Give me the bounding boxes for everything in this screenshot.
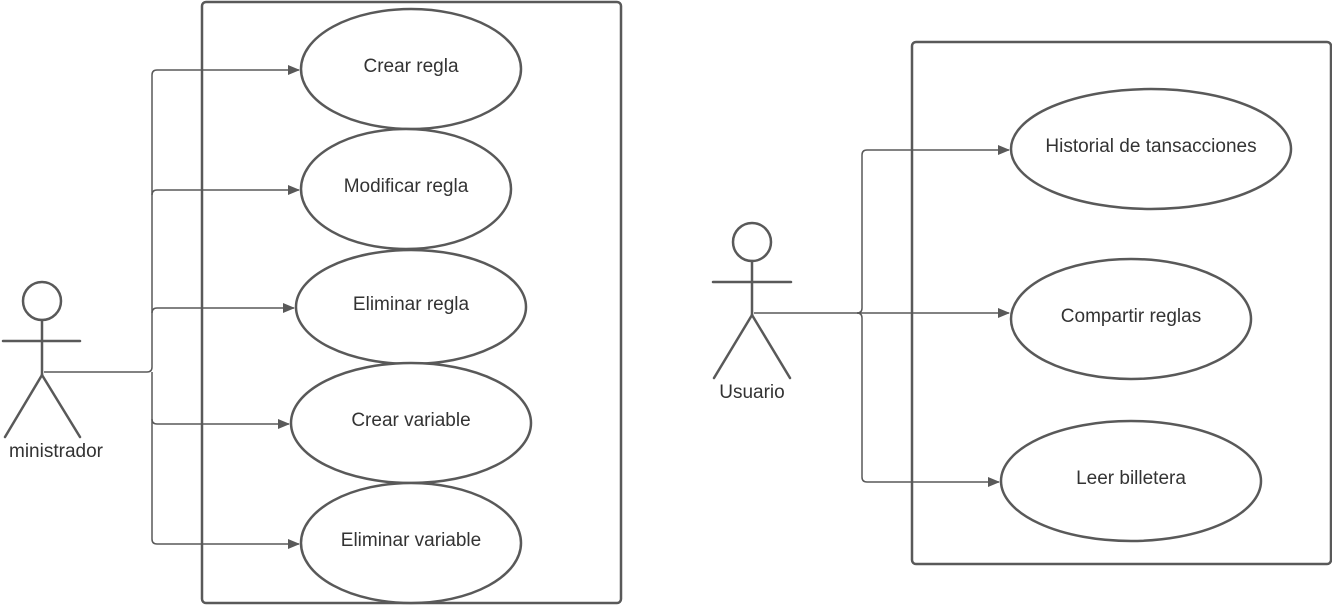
use-case-eliminar-regla[interactable]: Eliminar regla [294, 248, 528, 366]
use-case-crear-regla-label: Crear regla [363, 56, 458, 77]
actor-admin[interactable]: ministrador [1, 280, 104, 462]
actor-user[interactable]: Usuario [711, 221, 793, 403]
actor-admin-head [21, 280, 63, 322]
use-case-modificar-regla-label: Modificar regla [344, 176, 469, 197]
actor-user-head [731, 221, 773, 263]
use-case-compartir-reglas-shape [1009, 257, 1253, 381]
edge-user-leer-billetera [856, 312, 1000, 487]
actor-user-right-leg [750, 313, 792, 380]
use-case-leer-billetera-shape [999, 419, 1263, 543]
use-case-compartir-reglas[interactable]: Compartir reglas [1009, 257, 1253, 381]
use-case-eliminar-variable-shape [299, 481, 523, 605]
use-case-crear-variable[interactable]: Crear variable [289, 361, 533, 485]
use-case-leer-billetera-label: Leer billetera [1076, 468, 1186, 489]
use-case-eliminar-regla-label: Eliminar regla [353, 294, 470, 315]
actor-user-label: Usuario [719, 382, 784, 403]
edge-admin-crear-regla [44, 65, 300, 373]
use-case-crear-variable-label: Crear variable [351, 410, 470, 431]
use-case-modificar-regla[interactable]: Modificar regla [299, 127, 513, 251]
use-case-historial-transacciones-shape [1009, 87, 1293, 211]
use-case-historial-transacciones-label: Historial de tansacciones [1045, 136, 1256, 157]
use-case-eliminar-variable-label: Eliminar variable [341, 530, 481, 551]
use-case-crear-regla[interactable]: Crear regla [299, 7, 523, 131]
use-case-eliminar-variable[interactable]: Eliminar variable [299, 481, 523, 605]
actor-user-left-leg [712, 313, 754, 380]
use-case-leer-billetera[interactable]: Leer billetera [999, 419, 1263, 543]
edge-admin-eliminar-variable [151, 419, 300, 549]
actor-admin-label: ministrador [9, 441, 104, 462]
edge-admin-modificar-regla [151, 185, 300, 196]
edge-user-historial-transacciones [856, 145, 1010, 314]
use-case-historial-transacciones[interactable]: Historial de tansacciones [1009, 87, 1293, 211]
actor-admin-right-leg [40, 373, 82, 439]
actor-admin-left-leg [3, 373, 44, 439]
edge-admin-eliminar-regla [151, 303, 295, 314]
use-case-compartir-reglas-label: Compartir reglas [1061, 306, 1201, 327]
